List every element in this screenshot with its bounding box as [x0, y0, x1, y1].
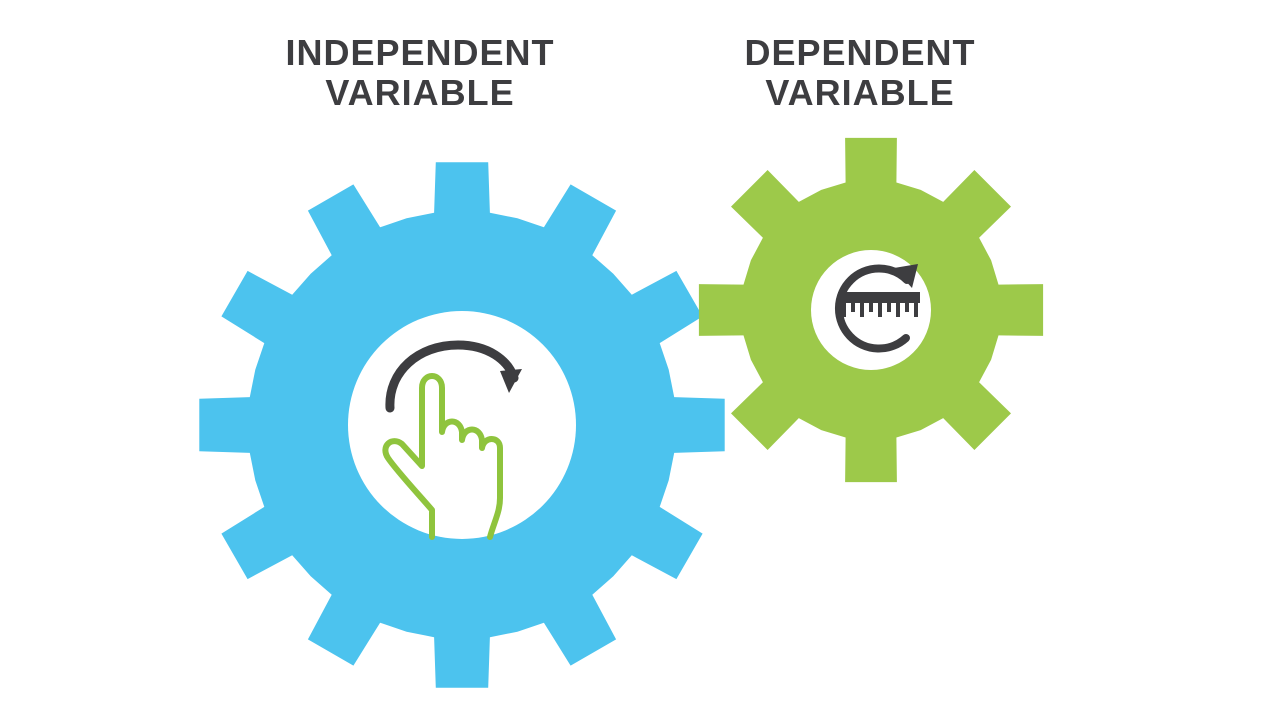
ruler-tick — [887, 303, 891, 312]
refresh-arrowhead-icon — [894, 264, 918, 288]
rotate-arrowhead-icon — [500, 369, 522, 393]
independent-variable-title: INDEPENDENT VARIABLE — [270, 33, 570, 113]
ruler-tick — [914, 303, 918, 317]
independent-title-line1: INDEPENDENT — [285, 32, 555, 73]
independent-title-line2: VARIABLE — [325, 72, 515, 113]
ruler-body — [838, 292, 920, 303]
ruler-tick — [869, 303, 873, 312]
refresh-arrow-icon — [834, 264, 911, 353]
ruler-refresh-icon — [834, 264, 920, 353]
dependent-variable-title: DEPENDENT VARIABLE — [720, 33, 1000, 113]
rotate-arrow-icon — [385, 340, 519, 413]
ruler-tick — [851, 303, 855, 312]
ruler-icon — [838, 292, 920, 317]
ruler-tick — [860, 303, 864, 317]
ruler-ticks — [842, 303, 918, 317]
ruler-tick — [905, 303, 909, 312]
hand-pointer-icon — [382, 373, 503, 540]
hand-pointer-rotate-icon — [382, 340, 522, 540]
ruler-tick — [878, 303, 882, 317]
dependent-title-line2: VARIABLE — [765, 72, 955, 113]
ruler-tick — [896, 303, 900, 317]
ruler-tick — [842, 303, 846, 317]
dependent-title-line1: DEPENDENT — [744, 32, 976, 73]
